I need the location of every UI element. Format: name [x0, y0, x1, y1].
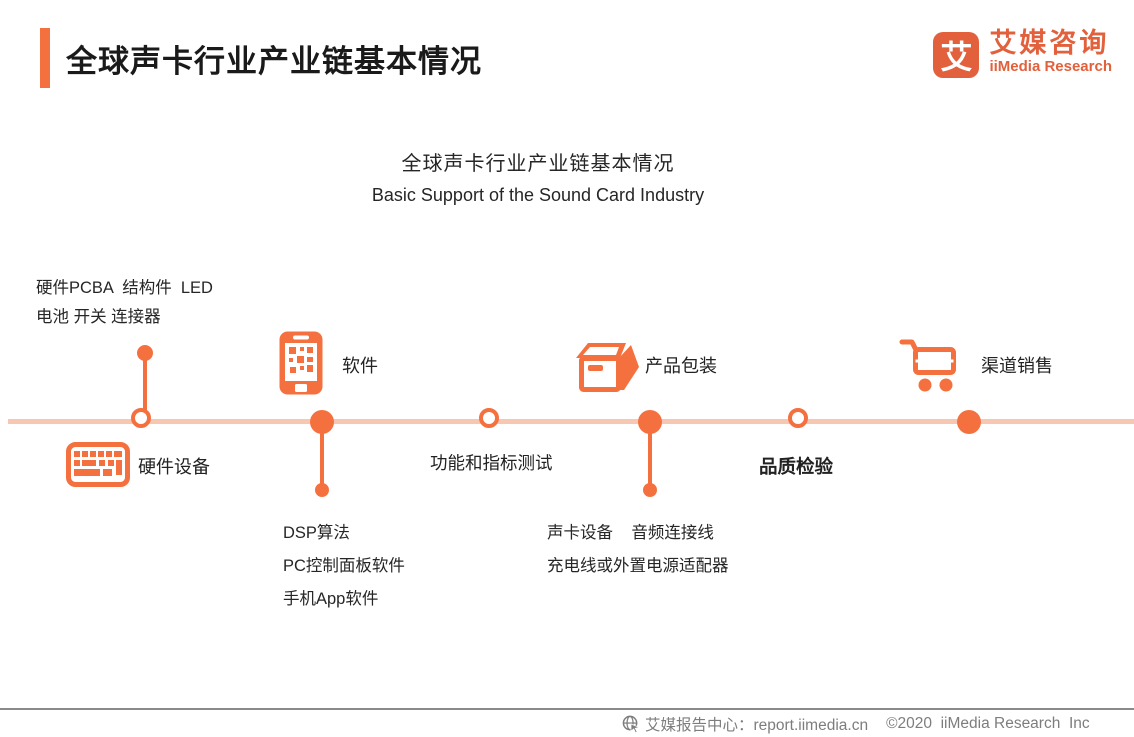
footer-source: 艾媒报告中心：report.iimedia.cn	[645, 717, 869, 734]
note-line: 硬件PCBA 结构件 LED	[36, 279, 213, 297]
note-line: 声卡设备 音频连接线	[547, 524, 714, 542]
timeline-line	[8, 419, 1134, 424]
stage-label-software: 软件	[342, 356, 378, 376]
note-line: 电池 开关 连接器	[36, 308, 161, 326]
footer-copyright: ©2020 iiMedia Research Inc	[886, 715, 1090, 732]
timeline-node-filled	[638, 410, 662, 434]
logo-text: 艾媒咨询 iiMedia Research	[989, 28, 1112, 75]
logo-name-cn: 艾媒咨询	[989, 28, 1110, 58]
diagram-title-en: Basic Support of the Sound Card Industry	[371, 185, 705, 205]
box-icon	[573, 338, 643, 399]
iimedia-logo-icon: 艾	[933, 32, 980, 78]
stage-label-quality: 品质检验	[759, 456, 834, 477]
note-line: 充电线或外置电源适配器	[547, 557, 729, 575]
connector	[648, 422, 652, 484]
diagram-title-cn: 全球声卡行业产业链基本情况	[401, 153, 675, 175]
globe-cursor-icon	[622, 715, 640, 733]
timeline-node-open	[479, 408, 499, 428]
cart-icon	[899, 336, 961, 399]
footer: 艾媒报告中心：report.iimedia.cn ©2020 iiMedia R…	[622, 713, 1090, 735]
stage-label-sales: 渠道销售	[981, 356, 1053, 376]
logo: 艾 艾媒咨询 iiMedia Research	[933, 28, 1112, 78]
phone-icon	[279, 331, 323, 400]
connector	[320, 422, 324, 484]
timeline-node-filled	[957, 410, 981, 434]
stage-label-testing: 功能和指标测试	[430, 453, 553, 473]
timeline-node-open	[788, 408, 808, 428]
connector-dot	[643, 483, 657, 497]
connector	[143, 353, 147, 423]
connector-dot	[315, 483, 329, 497]
logo-name-en: iiMedia Research	[989, 58, 1112, 75]
note-line: 手机App软件	[283, 590, 379, 608]
stage-label-packaging: 产品包装	[645, 356, 717, 376]
keyboard-icon	[66, 442, 130, 492]
note-line: PC控制面板软件	[283, 557, 405, 575]
stage-label-hardware: 硬件设备	[138, 457, 210, 477]
note-line: DSP算法	[283, 524, 350, 542]
timeline-node-filled	[310, 410, 334, 434]
timeline-node-open	[131, 408, 151, 428]
title-accent-bar	[40, 28, 50, 88]
footer-divider	[0, 708, 1134, 710]
connector-dot	[137, 345, 153, 361]
page-title: 全球声卡行业产业链基本情况	[66, 44, 482, 79]
